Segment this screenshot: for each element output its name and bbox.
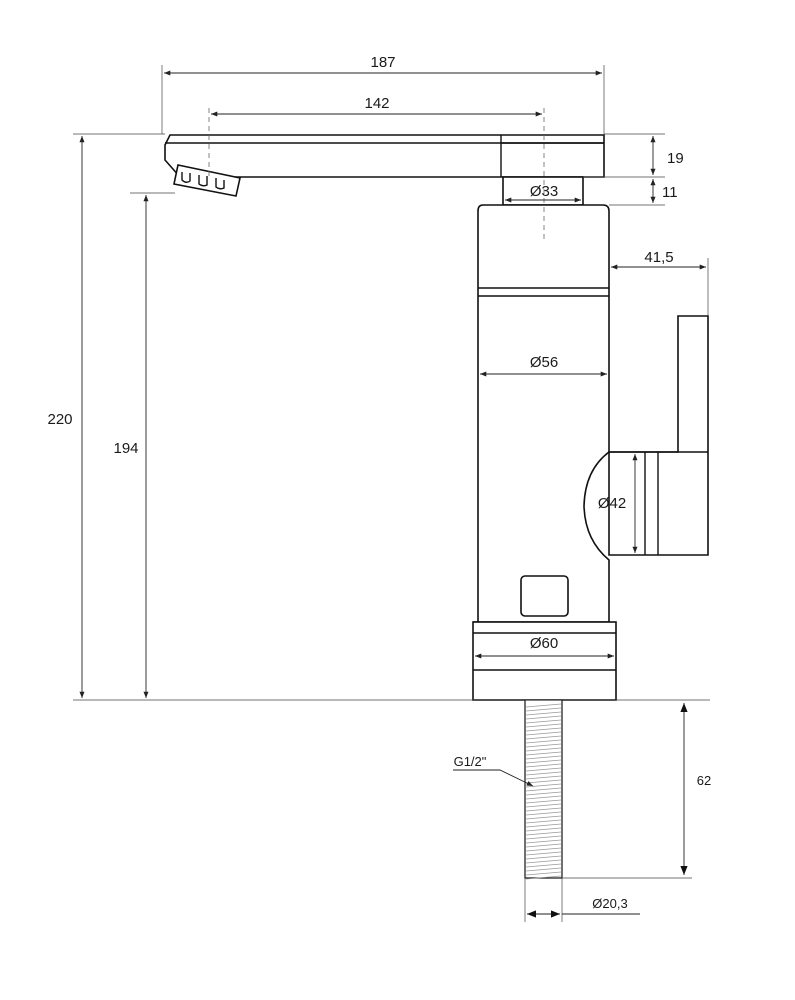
thread-line (525, 819, 562, 824)
dim-label-20-3: Ø20,3 (592, 896, 627, 911)
thread-line (525, 823, 562, 828)
thread-line (525, 763, 562, 768)
thread-line (525, 711, 562, 716)
thread-line (525, 795, 562, 800)
dim-label-41-5: 41,5 (644, 249, 673, 266)
thread-line (525, 847, 562, 852)
dim-label-194: 194 (113, 440, 138, 457)
thread-line (525, 715, 562, 720)
dim-label-60: Ø60 (530, 635, 558, 652)
thread-line (525, 815, 562, 820)
thread-line (525, 803, 562, 808)
thread-line (525, 843, 562, 848)
dim-label-62: 62 (697, 773, 711, 788)
thread-line (525, 851, 562, 856)
thread-line (525, 799, 562, 804)
dimension-lines (79, 70, 706, 918)
dimension-labels: 187 142 19 11 Ø33 41,5 Ø56 Ø42 Ø60 220 1… (47, 54, 711, 911)
thread-line (525, 859, 562, 864)
spout-arm (164, 134, 605, 178)
thread-line (525, 787, 562, 792)
thread-line (525, 811, 562, 816)
thread-line (525, 831, 562, 836)
thread-label: G1/2" (454, 754, 487, 769)
base-ring (472, 621, 617, 701)
thread-line (525, 755, 562, 760)
handle-lever (608, 315, 709, 556)
thread-line (525, 791, 562, 796)
dim-label-33: Ø33 (530, 183, 558, 200)
thread-line (525, 751, 562, 756)
thread-line (525, 867, 562, 872)
thread-line (525, 747, 562, 752)
dim-label-56: Ø56 (530, 354, 558, 371)
thread-line (525, 835, 562, 840)
reference-lines (73, 65, 710, 922)
thread-line (525, 723, 562, 728)
dim-label-220: 220 (47, 411, 72, 428)
dim-label-11: 11 (662, 184, 678, 201)
thread-line (525, 703, 562, 708)
faucet-body (473, 204, 610, 623)
thread-line (525, 759, 562, 764)
thread-line (525, 875, 562, 880)
thread-line (525, 863, 562, 868)
thread-line (525, 775, 562, 780)
dim-label-142: 142 (364, 95, 389, 112)
thread-line (525, 827, 562, 832)
centerlines (208, 108, 545, 240)
thread-line (525, 807, 562, 812)
thread-line (525, 771, 562, 776)
thread-line (525, 767, 562, 772)
thread-line (525, 871, 562, 876)
thread-line (525, 739, 562, 744)
thread-line (525, 727, 562, 732)
dim-label-187: 187 (370, 54, 395, 71)
thread-line (525, 855, 562, 860)
thread-line (525, 731, 562, 736)
thread-line (525, 735, 562, 740)
thread-line (525, 839, 562, 844)
aerator (173, 164, 241, 197)
dim-label-19: 19 (667, 150, 684, 167)
thread-line (525, 719, 562, 724)
thread-line (525, 743, 562, 748)
thread-line (525, 707, 562, 712)
thread-line (525, 783, 562, 788)
dim-label-42: Ø42 (598, 495, 626, 512)
threaded-shank (524, 699, 563, 880)
